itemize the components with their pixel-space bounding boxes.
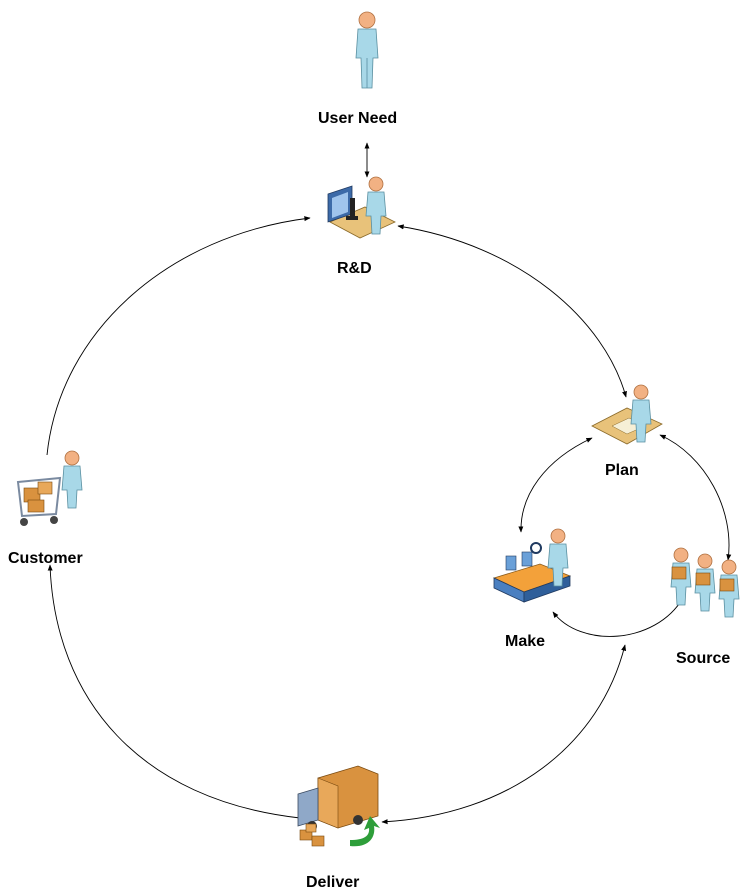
suppliers-boxes-icon xyxy=(670,547,740,618)
arc-junction-deliver xyxy=(381,644,627,825)
label-plan: Plan xyxy=(605,462,639,479)
label-deliver: Deliver xyxy=(306,874,360,891)
planner-desk-icon xyxy=(591,384,663,445)
label-customer: Customer xyxy=(8,550,83,567)
connectors xyxy=(46,142,732,825)
arc-make-source xyxy=(552,597,684,637)
label-make: Make xyxy=(505,633,546,650)
arc-rnd-plan xyxy=(397,224,627,398)
arc-deliver-customer xyxy=(47,564,301,819)
label-source: Source xyxy=(676,650,731,667)
researcher-microscope-icon xyxy=(327,176,396,239)
arc-customer-rnd xyxy=(46,216,311,456)
arc-plan-source xyxy=(659,434,732,561)
label-rnd: R&D xyxy=(337,260,372,277)
label-user-need: User Need xyxy=(318,110,398,127)
standing-person-icon xyxy=(355,11,379,89)
arc-plan-make xyxy=(518,437,593,533)
shopping-cart-person-icon xyxy=(16,450,83,526)
delivery-truck-icon xyxy=(297,765,380,847)
conveyor-worker-icon xyxy=(492,528,572,603)
